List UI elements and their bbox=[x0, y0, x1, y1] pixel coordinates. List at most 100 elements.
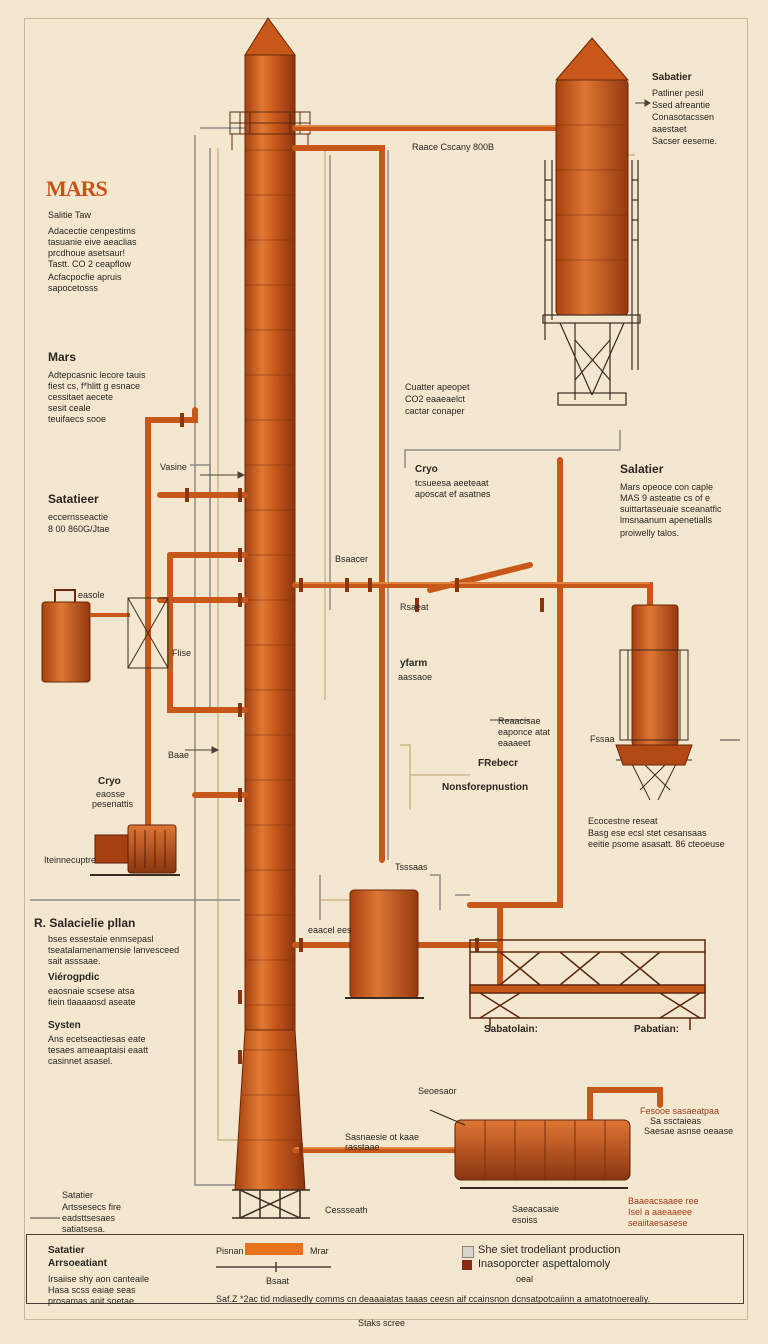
plan-heading: R. Salacielie pllan bbox=[34, 916, 136, 930]
salatier-mid-heading: Salatier bbox=[620, 462, 664, 476]
mars2-desc-2: fiest cs, f*hlitt g esnace bbox=[48, 381, 141, 391]
mars2-desc-3: cessitaet aecete bbox=[48, 392, 114, 402]
legend-left-desc-3: prosamas anit soetae. bbox=[48, 1296, 137, 1306]
sabatolain-label: Sabatolain: bbox=[484, 1024, 538, 1035]
salatier-mid-desc-2: MAS 9 asteatie cs of e bbox=[620, 493, 711, 503]
legend-box bbox=[26, 1234, 744, 1304]
cryo-desc-1: eaosse bbox=[96, 789, 126, 799]
pipe-flanges bbox=[180, 413, 544, 1157]
footer-text: Staks scree bbox=[358, 1318, 406, 1328]
sabatier-top-desc-3: Conasotacssen bbox=[652, 112, 715, 122]
vierogedic-desc-2: fiein tlaaaaosd aseate bbox=[48, 997, 136, 1007]
top-right-tower bbox=[542, 37, 641, 406]
reservoir-label-1: Reaacisae bbox=[498, 716, 541, 726]
baawsaas-1: Sasnaesie ot kaae bbox=[345, 1132, 420, 1142]
bottom-left-desc-3: satiatsesa. bbox=[62, 1224, 106, 1234]
salatier-mid-desc-3: suittartaseuaie sceanatfic bbox=[620, 504, 722, 514]
cap-label-1: Cuatter apeopet bbox=[405, 382, 470, 392]
heater-label-3: Saesae asnse oeaase bbox=[644, 1126, 734, 1136]
legend-left-heading: Satatier bbox=[48, 1245, 85, 1256]
plan-desc-2: tseatalamenamensie lanvesceed bbox=[48, 945, 180, 955]
right-mid-tank bbox=[615, 604, 693, 801]
center-vessel bbox=[345, 889, 424, 999]
mars-desc-4: Tastt. CO 2 ceapflow bbox=[48, 259, 132, 269]
vessel-small-label-2: eaacel ees bbox=[308, 925, 352, 935]
system-heading: Systen bbox=[48, 1020, 81, 1031]
mars-desc-3: prcdhoue asetsaur! bbox=[48, 248, 126, 258]
cessseath-label: Cessseath bbox=[325, 1205, 368, 1215]
vessel-label: Vasine bbox=[160, 462, 187, 472]
legend-grey-swatch bbox=[462, 1246, 474, 1258]
mars2-desc-4: sesit ceale bbox=[48, 403, 91, 413]
truss-structure bbox=[469, 939, 706, 1030]
bottom-left-desc-1: Artssesecs fire bbox=[62, 1202, 122, 1212]
yfarm-desc: aassaoe bbox=[398, 672, 433, 682]
top-pipe-label: Raace Cscany 800B bbox=[412, 142, 495, 152]
legend-line-label: Bsaat bbox=[266, 1276, 290, 1286]
arrow-markers bbox=[30, 99, 740, 1219]
mars2-desc-5: teuifaecs sooe bbox=[48, 414, 107, 424]
mid-pump-label: Baae bbox=[168, 750, 190, 760]
cap-label-2: CO2 eaaeaelct bbox=[405, 394, 466, 404]
reservoir-label-3: eaaaeet bbox=[498, 738, 531, 748]
satatieer-heading: Satatieer bbox=[48, 492, 99, 506]
plan-desc-1: bses essestaie enmsepasl bbox=[48, 934, 154, 944]
legend-caption: Saf.Z *2ac tid mdiasedly comms cn deaaai… bbox=[216, 1294, 651, 1304]
heater-label-2: Sa ssctaieas bbox=[650, 1116, 702, 1126]
feed-label: Fssaa bbox=[590, 734, 615, 744]
legend-red-swatch bbox=[462, 1260, 472, 1270]
sabatier-top-desc-4: aaestaet bbox=[652, 124, 687, 134]
mars-title: MARS bbox=[46, 176, 108, 201]
pabatian-label: Pabatian: bbox=[634, 1024, 680, 1035]
left-tank bbox=[41, 589, 169, 683]
mars-subtitle: Salitie Taw bbox=[48, 210, 91, 220]
cryo-desc-2: pesenattis bbox=[92, 799, 134, 809]
vierogedic-heading: Viérogpdic bbox=[48, 972, 100, 983]
pump-label: Iteinnecuptre bbox=[44, 855, 97, 865]
salatier-mid-desc-4: lmsnaanum apenetialls bbox=[620, 515, 713, 525]
sabatier-top-desc-1: Patliner pesil bbox=[652, 88, 704, 98]
eco-desc-1: Basg ese ecsl stet cesansaas bbox=[588, 828, 707, 838]
legend-bar-label-left: Pisnan bbox=[216, 1246, 244, 1256]
separator2-2: esoiss bbox=[512, 1215, 538, 1225]
bottom-note-1: Baaeacsaaee ree bbox=[628, 1196, 699, 1206]
mars-desc-5: Acfacpocfie apruis bbox=[48, 272, 122, 282]
legend-item-2-sub: oeal bbox=[516, 1274, 534, 1284]
system-desc-2: tesaes ameaaptaisi eaatt bbox=[48, 1045, 149, 1055]
cryo-mid-heading: Cryo bbox=[415, 464, 438, 475]
legend-line-sample bbox=[216, 1262, 331, 1272]
sabatier-top-heading: Sabatier bbox=[652, 72, 692, 83]
nontor-label: Nonsforepnustion bbox=[442, 782, 529, 793]
salatier-mid-desc-5: proiwelly talos. bbox=[620, 528, 680, 538]
mars-desc-6: sapocetosss bbox=[48, 283, 99, 293]
bottom-note-2: Isel a aaeaaeee bbox=[628, 1207, 693, 1217]
pipe-highlights bbox=[295, 125, 650, 1149]
system-desc-3: casinnet asasel. bbox=[48, 1056, 113, 1066]
heater-label-1: Fesooe sasaeatpaa bbox=[640, 1106, 720, 1116]
flise-label: Flise bbox=[172, 648, 192, 658]
satatieer-desc-1: eccernsseactie bbox=[48, 512, 109, 522]
horizontal-heater bbox=[429, 1109, 631, 1189]
salatier-mid-desc-1: Mars opeoce con caple bbox=[620, 482, 714, 492]
diagram-frame bbox=[24, 18, 748, 1320]
small-tank-label: easole bbox=[78, 590, 105, 600]
legend-bar-label-right: Mrar bbox=[310, 1246, 329, 1256]
legend-item-1: She siet trodeliant production bbox=[478, 1244, 621, 1256]
cryo-mid-desc-2: aposcat ef asatnes bbox=[415, 489, 491, 499]
mars2-desc-1: Adtepcasnic lecore tauis bbox=[48, 370, 146, 380]
separator-label: Seoesaor bbox=[418, 1086, 457, 1096]
legend-left-desc-1: Irsaiise shy aon canteaile bbox=[48, 1274, 150, 1284]
bsaacer-label: Bsaacer bbox=[335, 554, 369, 564]
bottom-left-heading: Satatier bbox=[62, 1190, 94, 1200]
yfarm-heading: yfarm bbox=[400, 658, 428, 669]
bottom-note-3: seaiitaesasese bbox=[628, 1218, 688, 1228]
eealt-label: Rsaeat bbox=[400, 602, 429, 612]
vessel-small-label-1: Tsssaas bbox=[395, 862, 428, 872]
fraebecr-label: FRebecr bbox=[478, 758, 519, 769]
eco-heading: Ecocestne reseat bbox=[588, 816, 658, 826]
cryo-heading: Cryo bbox=[98, 776, 121, 787]
cryo-mid-desc-1: tcsueesa aeeteaat bbox=[415, 478, 489, 488]
pump bbox=[90, 824, 180, 876]
mars-heading-2: Mars bbox=[48, 350, 77, 364]
